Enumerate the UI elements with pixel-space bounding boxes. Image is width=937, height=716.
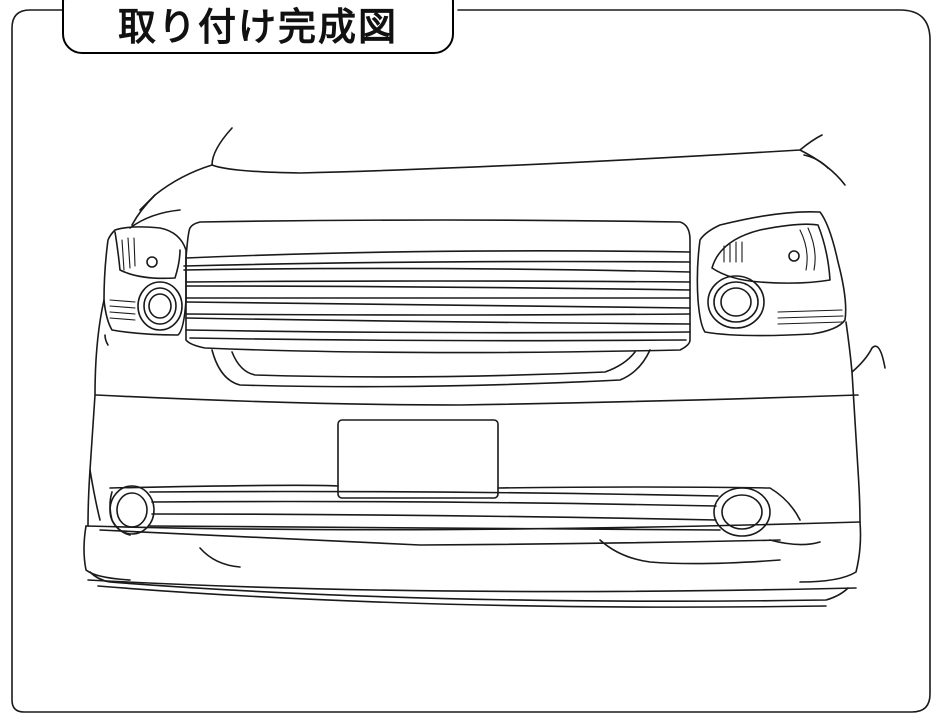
title-box: 取り付け完成図 (62, 0, 454, 54)
page-title: 取り付け完成図 (117, 5, 398, 49)
right-headlight (696, 210, 847, 337)
body-sides (87, 299, 886, 527)
hood (129, 127, 846, 229)
front-grille (183, 219, 691, 388)
left-headlight (103, 226, 187, 336)
front-bumper (83, 469, 862, 608)
frame-border (11, 9, 931, 713)
license-plate (337, 419, 499, 499)
